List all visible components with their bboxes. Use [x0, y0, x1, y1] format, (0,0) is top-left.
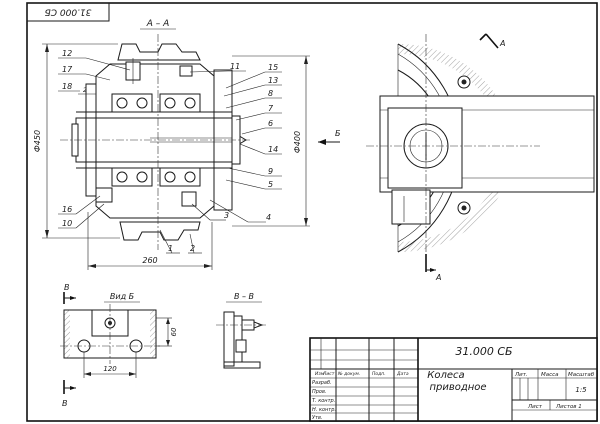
pos-14: 14 [268, 145, 278, 154]
rotated-stamp: 31.000 СБ [26, 2, 110, 22]
marker-b-text: Б [335, 129, 341, 138]
lit-label: Лит. [514, 372, 528, 378]
view-b-label: Вид Б [110, 292, 135, 301]
section-a-markers: А А [425, 33, 505, 282]
pos-7: 7 [268, 104, 274, 113]
pos-16: 16 [62, 205, 72, 214]
role-razrab: Разраб. [312, 380, 332, 386]
title-block-name-2: приводное [429, 382, 486, 393]
dim-view-b-height: 60 [170, 327, 178, 336]
dim-diam-left-text: Ф450 [33, 130, 42, 152]
position-leaders [58, 57, 282, 254]
pos-13: 13 [268, 76, 278, 85]
pos-3: 3 [224, 211, 229, 220]
sheet-label: Лист [527, 404, 543, 410]
rotated-stamp-text: 31.000 СБ [45, 7, 92, 17]
sheets-label: Листов 1 [555, 404, 582, 410]
role-tkontr: Т. контр. [312, 398, 335, 404]
title-block-name-1: Колеса [427, 370, 464, 381]
dimension-width-260: 260 [87, 212, 213, 270]
title-block: 31.000 СБ Колеса приводное Изм Лист № до… [309, 337, 598, 422]
pos-4: 4 [266, 213, 271, 222]
dimension-diam-400: Ф400 [232, 55, 310, 227]
pos-18: 18 [62, 82, 72, 91]
position-numbers: 12 17 18 11 15 13 8 7 6 14 9 5 16 10 3 4… [62, 49, 278, 253]
pos-2: 2 [190, 244, 195, 253]
pos-10: 10 [62, 219, 72, 228]
scale-value: 1:5 [575, 386, 587, 394]
pos-15: 15 [268, 63, 278, 72]
col-izm: Изм [315, 371, 325, 377]
view-b-arrow: Б [318, 129, 341, 145]
view-b: 120 60 В В [60, 283, 178, 408]
section-aa-label: А – А [146, 19, 170, 29]
col-date: Дата [396, 371, 409, 377]
dim-view-b-width: 120 [103, 365, 117, 373]
side-view [366, 34, 595, 262]
marker-v-bottom: В [62, 399, 68, 408]
col-list: Лист [322, 371, 335, 377]
role-utv: Утв. [312, 415, 323, 421]
pos-12: 12 [62, 49, 72, 58]
dim-diam-right-text: Ф400 [293, 131, 302, 153]
role-prov: Пров. [312, 389, 327, 395]
col-sign: Подп. [372, 371, 386, 377]
dimension-diam-450: Ф450 [33, 43, 120, 239]
marker-v-top: В [64, 283, 70, 292]
pos-6: 6 [268, 119, 273, 128]
dim-small-text: 2 [83, 87, 87, 94]
marker-a-top: А [499, 39, 505, 48]
scale-label: Масштаб [568, 372, 595, 378]
role-nkontr: Н. контр. [312, 407, 336, 413]
pos-9: 9 [268, 167, 273, 176]
dim-width-text: 260 [142, 256, 157, 265]
pos-11: 11 [230, 62, 240, 71]
section-aa-view [60, 34, 250, 250]
section-bb [216, 311, 268, 369]
marker-a-bottom: А [435, 273, 441, 282]
pos-8: 8 [268, 89, 273, 98]
pos-1: 1 [168, 244, 173, 253]
section-bb-label: В – В [234, 292, 254, 301]
title-block-code: 31.000 СБ [455, 345, 512, 358]
mass-label: Масса [541, 372, 559, 378]
pos-5: 5 [268, 180, 273, 189]
pos-17: 17 [62, 65, 73, 74]
col-doc: № докум. [337, 371, 360, 377]
